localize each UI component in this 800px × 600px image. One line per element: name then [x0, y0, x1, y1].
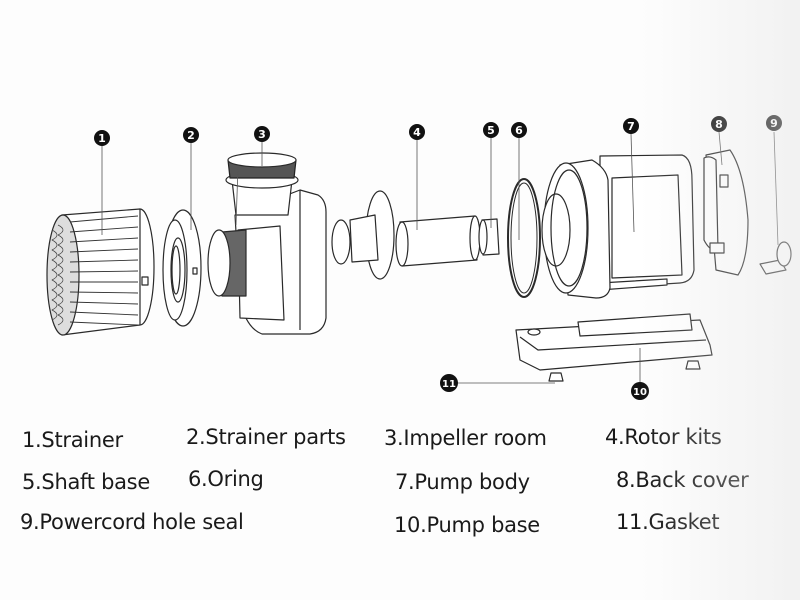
svg-text:3: 3 [258, 128, 266, 141]
legend-item-shaft-base: 5.Shaft base [22, 470, 150, 494]
callout-6: 6 [511, 122, 527, 138]
legend-item-rotor-kits: 4.Rotor kits [605, 425, 722, 449]
legend-item-pump-base: 10.Pump base [394, 513, 540, 537]
callout-3: 3 [254, 126, 270, 142]
callout-10: 10 [631, 382, 649, 400]
part-strainer [46, 208, 155, 336]
legend-item-powercord-hole-seal: 9.Powercord hole seal [20, 510, 244, 534]
part-pump-body [541, 154, 695, 299]
callout-2: 2 [183, 127, 199, 143]
callout-1: 1 [94, 130, 110, 146]
part-rotor-kits [331, 190, 481, 280]
legend-item-strainer-parts: 2.Strainer parts [186, 425, 346, 449]
legend-item-back-cover: 8.Back cover [616, 468, 749, 492]
svg-text:1: 1 [98, 132, 106, 145]
legend-item-strainer: 1.Strainer [22, 428, 123, 452]
callout-5: 5 [483, 122, 499, 138]
exploded-view-diagram: 1 2 3 4 5 6 7 8 9 10 11 [46, 115, 792, 400]
part-pump-base [515, 313, 713, 371]
part-oring [507, 178, 541, 298]
svg-text:10: 10 [633, 387, 647, 398]
part-powercord-hole-seal [759, 241, 792, 275]
callout-4: 4 [409, 124, 425, 140]
svg-text:4: 4 [413, 126, 421, 139]
legend-item-pump-body: 7.Pump body [395, 470, 530, 494]
legend-item-impeller-room: 3.Impeller room [384, 426, 547, 450]
part-shaft-base [478, 218, 500, 256]
callout-8: 8 [711, 116, 727, 132]
svg-text:8: 8 [715, 118, 723, 131]
svg-text:2: 2 [187, 129, 195, 142]
svg-text:11: 11 [442, 379, 456, 390]
callout-11: 11 [440, 374, 458, 392]
svg-text:6: 6 [515, 124, 523, 137]
svg-text:5: 5 [487, 124, 495, 137]
legend-item-gasket: 11.Gasket [616, 510, 720, 534]
callout-9: 9 [766, 115, 782, 131]
callout-7: 7 [623, 118, 639, 134]
svg-text:9: 9 [770, 117, 778, 130]
part-back-cover [703, 149, 749, 276]
part-impeller-room [207, 152, 327, 335]
parts-legend: 1.Strainer 2.Strainer parts 3.Impeller r… [0, 410, 800, 560]
part-strainer-parts [162, 209, 202, 327]
legend-item-oring: 6.Oring [188, 467, 264, 491]
svg-text:7: 7 [627, 120, 635, 133]
